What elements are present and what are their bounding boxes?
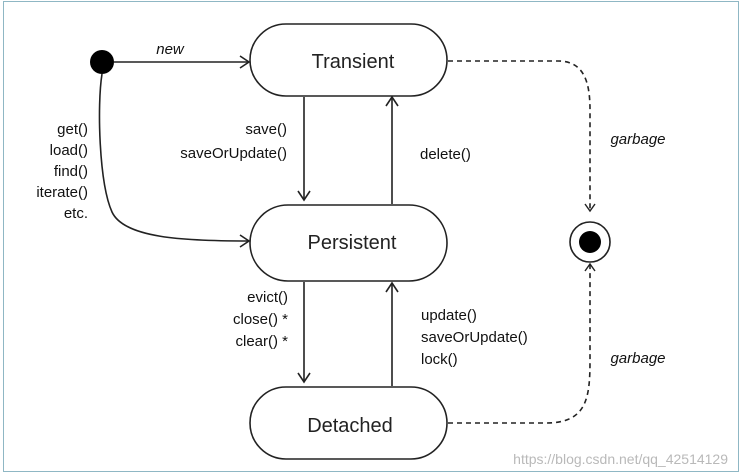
- load-method-label: get(): [57, 121, 88, 138]
- load-method-label: etc.: [64, 205, 88, 222]
- detached-state-box: [249, 386, 448, 460]
- reattach-method-label: saveOrUpdate(): [421, 329, 528, 346]
- detach-method-label: close() *: [233, 311, 288, 328]
- load-method-label: iterate(): [36, 184, 88, 201]
- save-method-label: saveOrUpdate(): [180, 145, 287, 162]
- garbage-bottom-label: garbage: [610, 350, 665, 367]
- transient-state-label: Transient: [312, 51, 395, 73]
- initial-state-icon: [90, 50, 114, 74]
- load-method-label: find(): [54, 163, 88, 180]
- garbage-bottom-transition-arrow: [448, 262, 596, 424]
- persistent-state-box: [249, 204, 448, 282]
- detach-method-label: clear() *: [235, 333, 288, 350]
- new-transition-label: new: [156, 41, 185, 58]
- load-transition-arrow: [98, 73, 251, 248]
- reattach-method-label: lock(): [421, 351, 458, 368]
- garbage-top-label: garbage: [610, 131, 665, 148]
- detach-method-label: evict(): [247, 289, 288, 306]
- persistent-state-label: Persistent: [308, 232, 397, 254]
- garbage-top-transition-arrow: [448, 60, 596, 213]
- transient-state-box: [249, 23, 448, 97]
- watermark-text: https://blog.csdn.net/qq_42514129: [513, 451, 728, 467]
- reattach-method-label: update(): [421, 307, 477, 324]
- final-state-inner-icon: [579, 231, 601, 253]
- save-method-label: save(): [245, 121, 287, 138]
- detached-state-label: Detached: [307, 415, 393, 437]
- delete-transition-label: delete(): [420, 146, 471, 163]
- load-method-label: load(): [50, 142, 88, 159]
